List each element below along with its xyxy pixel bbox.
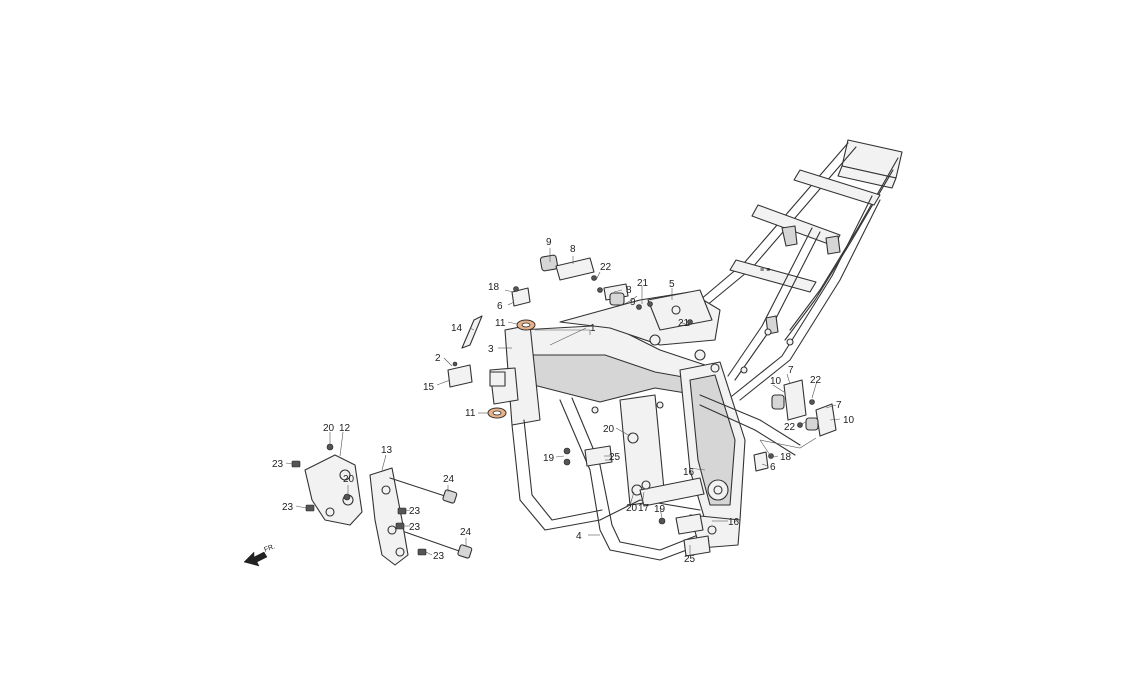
callout-18-right: 18 <box>780 452 792 463</box>
callout-1: 1 <box>590 323 596 334</box>
callout-8-left: 8 <box>570 244 576 255</box>
callout-labels: 1 2 3 4 5 6 6 7 7 8 8 9 9 10 10 11 11 12… <box>272 237 855 565</box>
callout-24-upper: 24 <box>443 474 455 485</box>
callout-21-lower: 21 <box>678 318 690 329</box>
lower-small-parts <box>563 445 711 557</box>
right-small-parts <box>753 379 837 472</box>
callout-11-upper: 11 <box>495 318 506 329</box>
callout-10-left: 10 <box>770 376 782 387</box>
callout-7-lower: 7 <box>836 400 842 411</box>
callout-19-left: 19 <box>543 453 555 464</box>
callout-3: 3 <box>488 344 494 355</box>
callout-23-d: 23 <box>409 522 421 533</box>
callout-10-right: 10 <box>843 415 855 426</box>
callout-6-left: 6 <box>497 301 503 312</box>
callout-23-e: 23 <box>433 551 445 562</box>
callout-9-left: 9 <box>546 237 552 248</box>
callout-22-right-upper: 22 <box>810 375 822 386</box>
callout-16-upper: 16 <box>683 467 695 478</box>
callout-22-top: 22 <box>600 262 612 273</box>
callout-23-c: 23 <box>409 506 421 517</box>
callout-20-bracket-top: 20 <box>323 423 335 434</box>
callout-18-left: 18 <box>488 282 500 293</box>
callout-4: 4 <box>576 531 582 542</box>
callout-15: 15 <box>423 382 435 393</box>
leader-lines <box>285 248 841 556</box>
callout-23-b: 23 <box>282 502 294 513</box>
front-direction-label: FR. <box>263 543 276 553</box>
callout-8-right: 8 <box>626 285 632 296</box>
rear-subframe: ≡ ≡ <box>699 139 903 401</box>
callout-5: 5 <box>669 279 675 290</box>
callout-20-bracket-mid: 20 <box>343 474 355 485</box>
callout-9-right: 9 <box>630 297 636 308</box>
callout-16-lower: 16 <box>728 517 740 528</box>
callout-21-upper: 21 <box>637 278 649 289</box>
callout-17: 17 <box>638 503 650 514</box>
callout-20-lower: 20 <box>626 503 638 514</box>
callout-23-a: 23 <box>272 459 284 470</box>
callout-25-center: 25 <box>609 452 621 463</box>
callout-7-upper: 7 <box>788 365 794 376</box>
top-mounts <box>539 254 713 331</box>
callout-20-center: 20 <box>603 424 615 435</box>
main-frame <box>489 291 801 561</box>
callout-24-lower: 24 <box>460 527 472 538</box>
callout-6-right: 6 <box>770 462 776 473</box>
callout-2: 2 <box>435 353 441 364</box>
callout-13: 13 <box>381 445 393 456</box>
callout-19-right: 19 <box>654 504 666 515</box>
left-small-parts <box>447 286 536 419</box>
callout-14: 14 <box>451 323 463 334</box>
front-arrow-icon <box>243 551 268 567</box>
front-direction-indicator: FR. <box>243 543 276 567</box>
callout-11-lower: 11 <box>465 408 476 419</box>
callout-12: 12 <box>339 423 351 434</box>
engine-hanger-brackets <box>291 443 473 566</box>
svg-text:≡ ≡: ≡ ≡ <box>760 267 770 274</box>
callout-25-lower: 25 <box>684 554 696 565</box>
callout-22-right-lower: 22 <box>784 422 796 433</box>
